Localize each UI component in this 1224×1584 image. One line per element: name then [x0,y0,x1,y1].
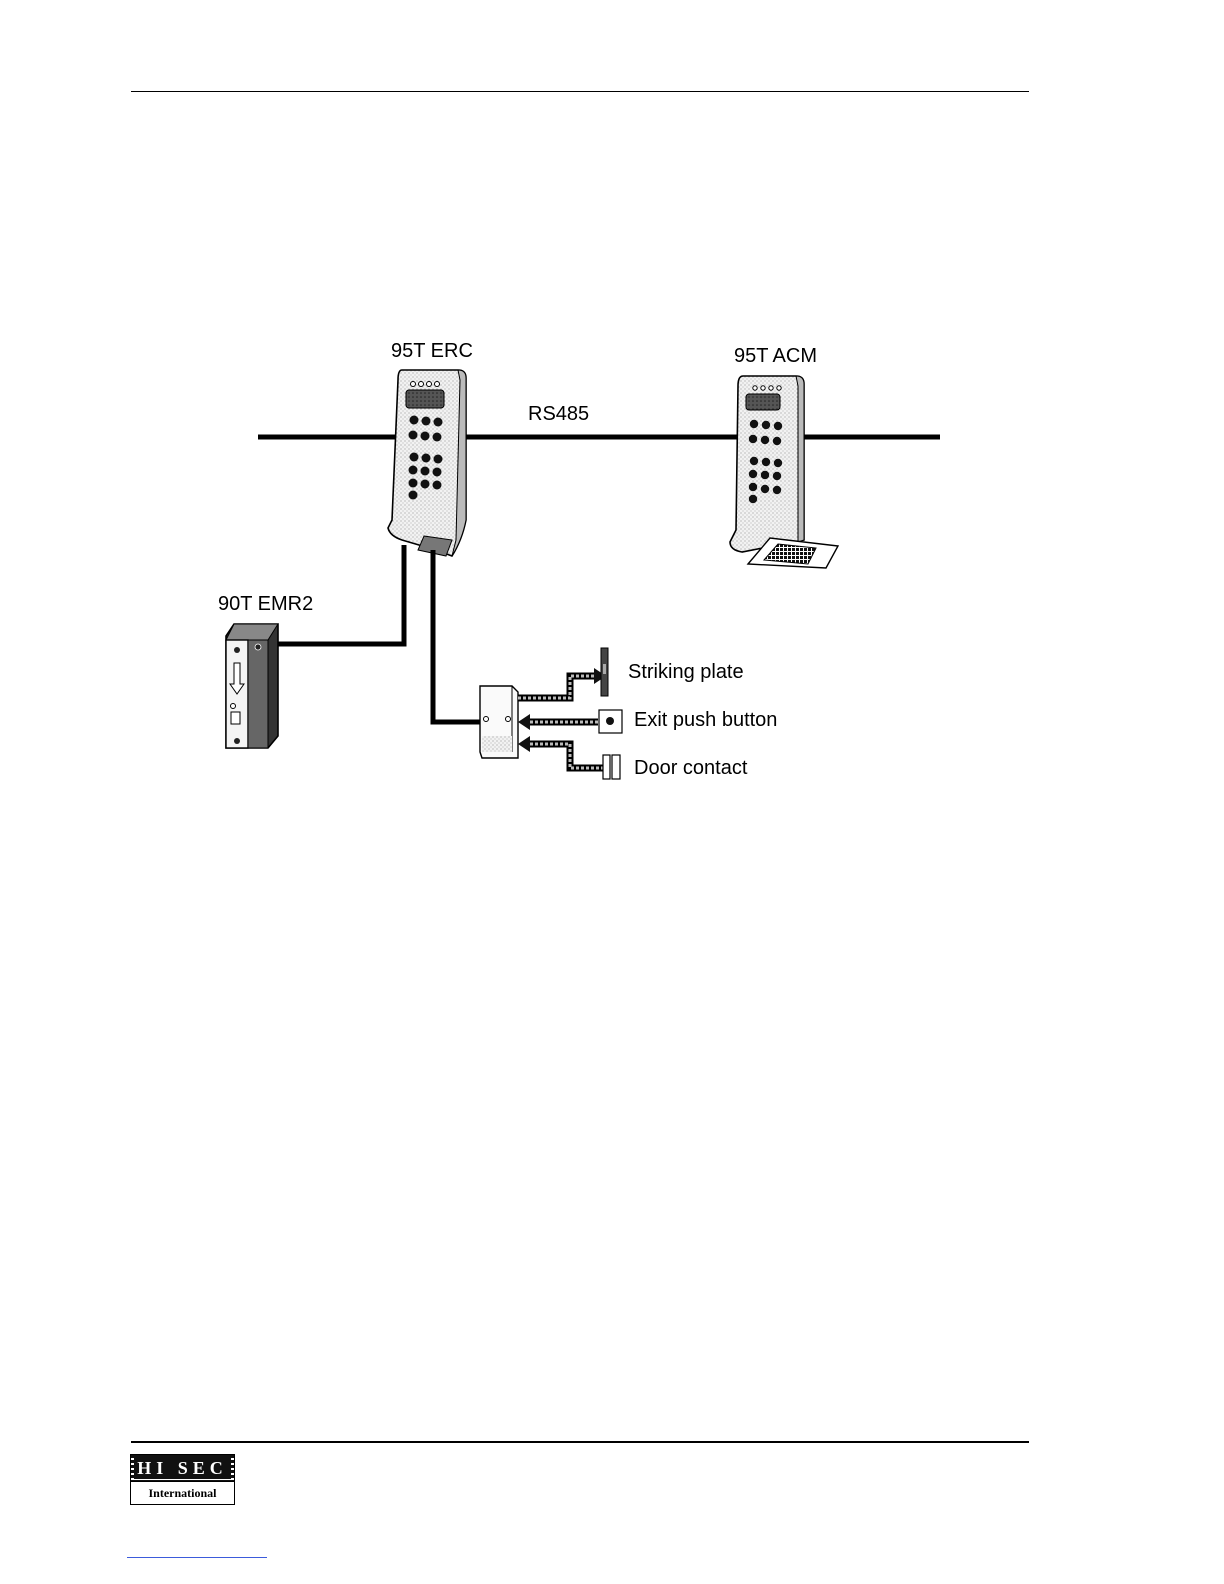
footer-link-underline [127,1557,267,1558]
hisec-logo: HI SEC International [130,1454,235,1505]
logo-band: HI SEC [131,1455,234,1481]
footer-rule [131,1441,1029,1443]
door-contact-wire [518,736,604,768]
striking-plate-wire [518,668,606,698]
emr2-reader-device [226,624,278,748]
door-contact-icon [603,755,620,779]
door-contact-label: Door contact [634,758,747,778]
erc-controller-device [388,370,466,556]
striking-plate-icon [601,648,608,696]
logo-brand-text: HI SEC [134,1457,231,1479]
bus-label: RS485 [528,404,589,424]
door-interface-cable [433,550,482,722]
controller-label: 95T ERC [391,341,473,361]
acm-device [730,376,838,568]
door-interface-box [480,686,518,758]
reader-label: 90T EMR2 [218,594,313,614]
acm-label: 95T ACM [734,346,817,366]
exit-button-wire [518,714,598,730]
exit-button-label: Exit push button [634,710,777,730]
logo-subtitle: International [131,1481,234,1504]
striking-plate-label: Striking plate [628,662,744,682]
exit-push-button-icon [599,710,622,733]
